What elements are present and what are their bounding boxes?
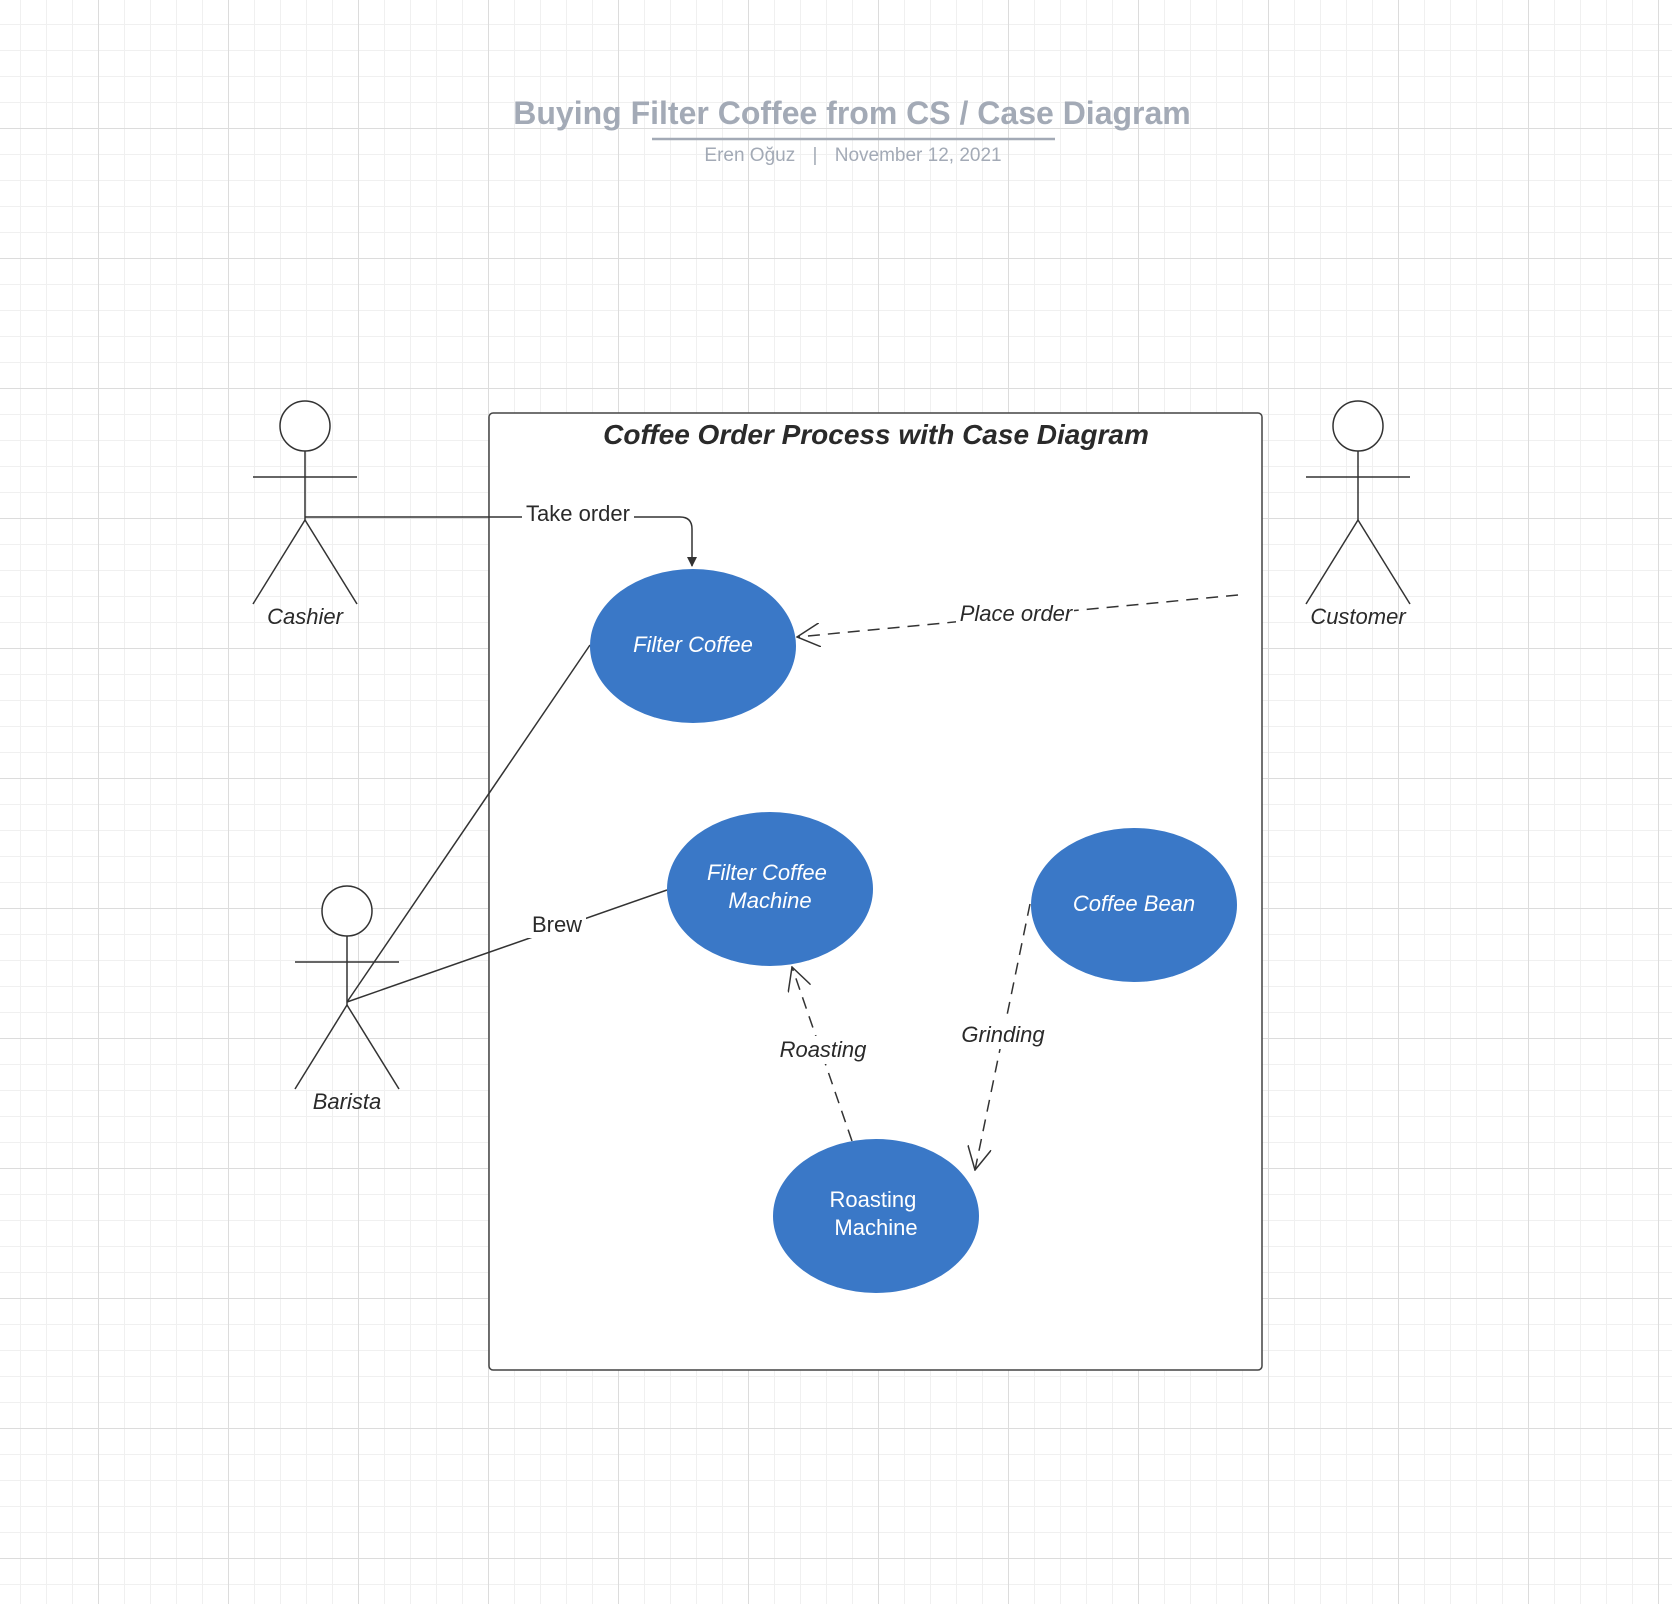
actor-customer-head xyxy=(1332,400,1384,452)
use-case-filter-coffee-label: Filter Coffee xyxy=(633,632,753,657)
barista-filter-coffee-connector[interactable] xyxy=(346,644,591,1003)
take-order-connector[interactable] xyxy=(305,516,697,567)
diagram-title: Buying Filter Coffee from CS / Case Diag… xyxy=(513,95,1190,131)
take-order-label: Take order xyxy=(526,501,630,526)
brew-connector[interactable] xyxy=(346,889,668,1003)
subtitle-separator: | xyxy=(813,145,818,166)
system-boundary-title: Coffee Order Process with Case Diagram xyxy=(603,419,1149,450)
actor-customer[interactable] xyxy=(1305,400,1411,605)
use-case-coffee-bean-label: Coffee Bean xyxy=(1073,891,1195,916)
grinding-connector[interactable] xyxy=(975,903,1031,1170)
actor-barista-head xyxy=(321,885,373,937)
roasting-connector[interactable] xyxy=(792,967,853,1142)
actor-customer-label: Customer xyxy=(1310,604,1407,629)
place-order-label: Place order xyxy=(960,601,1074,626)
use-case-roasting-machine-label: Roasting Machine xyxy=(830,1187,923,1240)
use-case-filter-coffee-machine[interactable]: Filter Coffee Machine xyxy=(667,812,873,966)
brew-label: Brew xyxy=(532,912,582,937)
diagram-date: November 12, 2021 xyxy=(835,145,1002,166)
use-case-coffee-bean[interactable]: Coffee Bean xyxy=(1031,828,1237,982)
roasting-label: Roasting xyxy=(780,1037,868,1062)
actor-barista-label: Barista xyxy=(313,1089,381,1114)
grinding-label: Grinding xyxy=(961,1022,1045,1047)
actor-barista[interactable] xyxy=(294,885,400,1090)
use-case-filter-coffee[interactable]: Filter Coffee xyxy=(590,569,796,723)
actor-cashier-label: Cashier xyxy=(267,604,344,629)
actor-cashier-head xyxy=(279,400,331,452)
diagram-subtitle: Eren Oğuz | November 12, 2021 xyxy=(704,145,1001,166)
actor-cashier[interactable] xyxy=(252,400,358,605)
use-case-roasting-machine[interactable]: Roasting Machine xyxy=(773,1139,979,1293)
use-case-filter-coffee-machine-label: Filter Coffee Machine xyxy=(707,860,833,913)
author-name: Eren Oğuz xyxy=(704,145,795,166)
